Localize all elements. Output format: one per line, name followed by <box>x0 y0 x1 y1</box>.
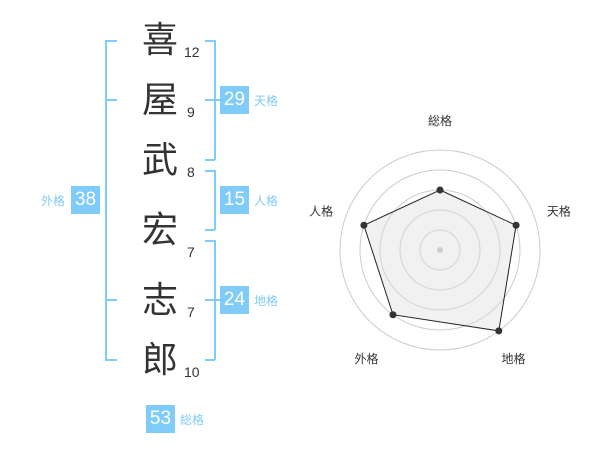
bracket-tick <box>205 99 220 101</box>
bracket-tick <box>205 359 215 361</box>
radar-axis-label: 地格 <box>501 351 525 366</box>
radar-ring <box>339 149 541 351</box>
name-char: 屋 <box>141 80 178 121</box>
bracket-tick <box>205 170 215 172</box>
stroke-count: 8 <box>187 164 195 180</box>
radar-axis-label: 天格 <box>547 203 571 218</box>
bracket-tick <box>105 99 117 101</box>
chikaku-value: 24 <box>220 286 249 314</box>
radar-point <box>512 221 520 229</box>
bracket-tick <box>105 299 117 301</box>
radar-point <box>360 221 368 229</box>
bracket-tick <box>205 299 220 301</box>
stroke-count: 7 <box>187 304 195 320</box>
soukaku-value: 53 <box>146 405 175 433</box>
radar-ring <box>419 229 461 271</box>
name-char: 郎 <box>141 340 178 381</box>
name-char: 志 <box>141 280 178 321</box>
soukaku-label: 総格 <box>180 413 205 427</box>
chikaku-label: 地格 <box>254 294 279 308</box>
bracket-tick <box>105 40 117 42</box>
radar-axis-label: 人格 <box>309 203 333 218</box>
bracket-tick <box>205 240 215 242</box>
name-char: 武 <box>141 140 178 181</box>
gaikaku-value: 38 <box>71 186 100 214</box>
tenkaku-value: 29 <box>220 86 249 114</box>
radar-point <box>389 311 397 319</box>
jinkaku-bracket <box>214 170 216 230</box>
radar-ring <box>359 169 521 331</box>
radar-point <box>495 327 503 335</box>
tenkaku-label: 天格 <box>254 94 279 108</box>
gaikaku-label: 外格 <box>41 194 66 208</box>
bracket-tick <box>205 229 215 231</box>
name-char: 喜 <box>141 20 178 61</box>
bracket-tick <box>105 359 117 361</box>
radar-point <box>436 186 444 194</box>
bracket-tick <box>205 40 215 42</box>
name-char: 宏 <box>141 210 178 251</box>
radar-area <box>363 189 517 332</box>
jinkaku-value: 15 <box>220 186 249 214</box>
stroke-count: 10 <box>184 364 200 380</box>
gaikaku-bracket <box>105 40 107 361</box>
radar-axis-label: 外格 <box>355 351 379 366</box>
stroke-count: 7 <box>187 244 195 260</box>
radar-ring <box>399 209 481 291</box>
stroke-count: 12 <box>184 44 200 60</box>
jinkaku-label: 人格 <box>254 194 279 208</box>
stroke-count: 9 <box>187 104 195 120</box>
radar-axis-label: 総格 <box>428 113 452 128</box>
radar-center <box>437 247 443 253</box>
bracket-tick <box>205 159 215 161</box>
